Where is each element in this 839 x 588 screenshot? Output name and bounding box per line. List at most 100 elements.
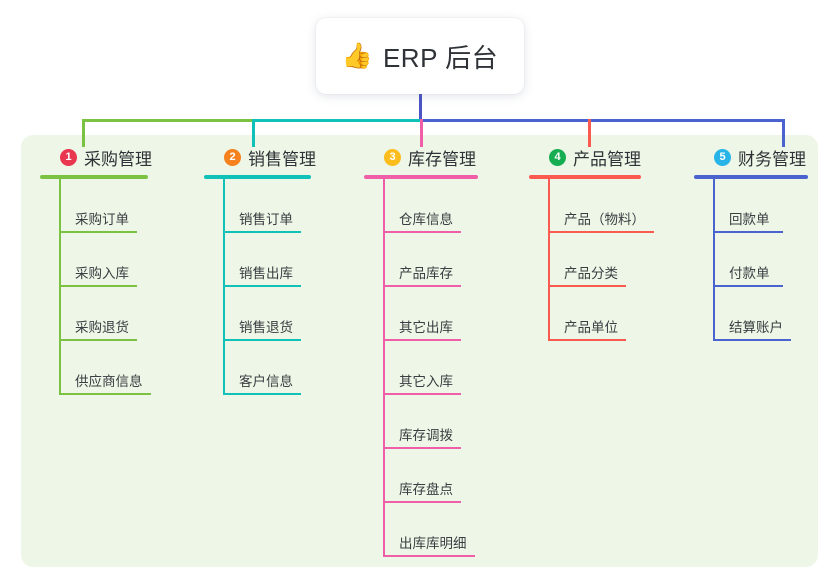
branch-item[interactable]: 产品（物料）	[548, 179, 654, 233]
branch-item-label: 产品单位	[564, 320, 618, 335]
branch-item[interactable]: 仓库信息	[383, 179, 478, 233]
branch-number-badge: 2	[224, 148, 241, 166]
branch-item[interactable]: 出库库明细	[383, 503, 478, 557]
branch-header-产品管理[interactable]: 4 产品管理	[529, 144, 645, 170]
branch-item-rule	[548, 231, 654, 233]
branch-title: 销售管理	[248, 149, 316, 169]
connector-bus-segment-2	[252, 119, 420, 122]
branch-spine	[383, 179, 385, 557]
branch-item-rule	[548, 339, 626, 341]
connector-drop-4	[588, 119, 591, 147]
branch-item-label: 销售退货	[239, 320, 293, 335]
branch-item-label: 仓库信息	[399, 212, 453, 227]
branch-item-rule	[383, 501, 461, 503]
branch-column-财务管理: 5 财务管理回款单付款单结算账户	[694, 144, 808, 341]
branch-item[interactable]: 供应商信息	[59, 341, 152, 395]
branch-title: 采购管理	[84, 149, 152, 169]
branch-item[interactable]: 结算账户	[713, 287, 808, 341]
branch-item-rule	[383, 447, 461, 449]
branch-item-list: 回款单付款单结算账户	[694, 179, 808, 341]
branch-item-label: 产品（物料）	[564, 212, 645, 227]
connector-trunk	[419, 94, 422, 120]
connector-bus-segment-1	[82, 119, 252, 122]
branch-item[interactable]: 客户信息	[223, 341, 316, 395]
branch-title: 财务管理	[738, 149, 806, 169]
branch-item-list: 采购订单采购入库采购退货供应商信息	[40, 179, 152, 395]
branch-item-rule	[59, 231, 137, 233]
branch-header-财务管理[interactable]: 5 财务管理	[694, 144, 808, 170]
branch-item-rule	[713, 231, 783, 233]
connector-drop-2	[252, 119, 255, 147]
branch-item-rule	[713, 339, 791, 341]
branch-item[interactable]: 产品单位	[548, 287, 645, 341]
branch-item-rule	[223, 393, 301, 395]
branch-number-badge: 3	[384, 148, 401, 166]
branch-item-rule	[383, 231, 461, 233]
branch-spine	[223, 179, 225, 395]
branch-item-rule	[59, 339, 137, 341]
connector-drop-5	[782, 119, 785, 147]
root-node-erp-backend[interactable]: 👍 ERP 后台	[316, 18, 524, 94]
branch-item-list: 仓库信息产品库存其它出库其它入库库存调拨库存盘点出库库明细	[364, 179, 478, 557]
branch-item[interactable]: 销售退货	[223, 287, 316, 341]
branch-item-rule	[383, 339, 461, 341]
branch-item[interactable]: 其它出库	[383, 287, 478, 341]
branch-item[interactable]: 产品分类	[548, 233, 645, 287]
branch-item-label: 供应商信息	[75, 374, 143, 389]
branch-title: 产品管理	[573, 149, 641, 169]
branch-item-rule	[223, 231, 301, 233]
branch-underline	[364, 175, 478, 179]
branch-item-label: 销售订单	[239, 212, 293, 227]
branch-item-label: 产品库存	[399, 266, 453, 281]
branch-item[interactable]: 库存盘点	[383, 449, 478, 503]
branch-item-rule	[383, 285, 461, 287]
branch-column-销售管理: 2 销售管理销售订单销售出库销售退货客户信息	[204, 144, 316, 395]
branch-item-label: 付款单	[729, 266, 770, 281]
branch-item-label: 库存调拨	[399, 428, 453, 443]
branch-header-销售管理[interactable]: 2 销售管理	[204, 144, 316, 170]
branch-item-label: 回款单	[729, 212, 770, 227]
root-node-title: ERP 后台	[382, 42, 499, 73]
branch-item-label: 采购退货	[75, 320, 129, 335]
branch-item-rule	[59, 393, 151, 395]
branch-item[interactable]: 回款单	[713, 179, 808, 233]
branch-item[interactable]: 采购入库	[59, 233, 152, 287]
branch-item-label: 销售出库	[239, 266, 293, 281]
connector-bus-segment-3	[420, 119, 783, 122]
branch-item[interactable]: 产品库存	[383, 233, 478, 287]
branch-item-label: 结算账户	[729, 320, 783, 335]
branch-item-rule	[223, 285, 301, 287]
branch-item-label: 其它入库	[399, 374, 453, 389]
branch-item-list: 产品（物料） 产品分类产品单位	[529, 179, 654, 341]
branch-item[interactable]: 销售出库	[223, 233, 316, 287]
thumbs-up-icon: 👍	[341, 41, 373, 70]
branch-item-rule	[383, 393, 461, 395]
branch-column-产品管理: 4 产品管理产品（物料） 产品分类产品单位	[529, 144, 654, 341]
branch-item-label: 其它出库	[399, 320, 453, 335]
branch-number-badge: 5	[714, 148, 731, 166]
branch-item[interactable]: 采购订单	[59, 179, 152, 233]
connector-drop-3	[420, 119, 423, 147]
branch-item-rule	[383, 555, 475, 557]
branch-item[interactable]: 库存调拨	[383, 395, 478, 449]
branch-item[interactable]: 采购退货	[59, 287, 152, 341]
branch-underline	[529, 175, 641, 179]
branch-item-label: 库存盘点	[399, 482, 453, 497]
branch-item[interactable]: 其它入库	[383, 341, 478, 395]
branch-item[interactable]: 销售订单	[223, 179, 316, 233]
connector-drop-1	[82, 119, 85, 147]
branch-item[interactable]: 付款单	[713, 233, 808, 287]
branch-spine	[548, 179, 550, 341]
branch-spine	[713, 179, 715, 341]
branch-number-badge: 4	[549, 148, 566, 166]
branch-item-label: 采购入库	[75, 266, 129, 281]
branch-item-rule	[223, 339, 301, 341]
branch-spine	[59, 179, 61, 395]
branch-item-rule	[59, 285, 137, 287]
branch-item-rule	[548, 285, 626, 287]
